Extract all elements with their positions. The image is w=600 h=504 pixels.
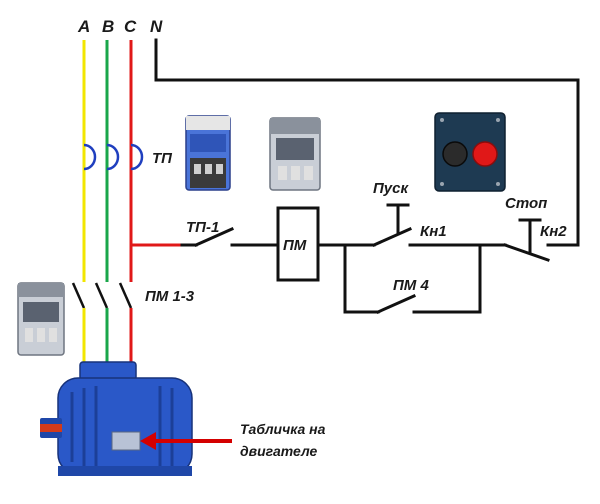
nameplate-pointer-arrow <box>140 432 232 450</box>
nameplate-caption-line1: Табличка на <box>240 421 326 437</box>
hold-branch-right <box>412 243 482 314</box>
phase-wires-upper <box>82 40 133 272</box>
heater-b <box>106 143 120 171</box>
hold-contact-label: ПМ 4 <box>393 277 429 294</box>
nameplate-caption-line2: двигателе <box>240 443 317 459</box>
thermal-contact-label: ТП-1 <box>186 219 219 236</box>
start-button-label: Пуск <box>373 180 409 197</box>
hold-contact-switch <box>376 294 416 314</box>
contactor-device-icon <box>269 117 321 191</box>
thermal-relay-heaters <box>83 143 144 171</box>
stop-button-label: Стоп <box>505 195 547 212</box>
motor-nameplate <box>111 431 141 451</box>
neutral-label: N <box>150 17 163 36</box>
starter-small-device-icon <box>17 282 65 356</box>
thermal-contact-switch <box>194 227 234 247</box>
main-contacts-label: ПМ 1-3 <box>145 288 195 305</box>
control-circuit <box>131 203 550 314</box>
main-contacts <box>71 272 133 372</box>
heater-a <box>83 143 97 171</box>
start-button-switch <box>372 227 412 247</box>
stop-button-switch <box>503 243 550 262</box>
heater-c <box>130 143 144 171</box>
stop-button-contact-label: Кн2 <box>540 223 567 240</box>
phase-c-label: C <box>124 17 137 36</box>
pushbutton-station-icon <box>434 112 506 192</box>
electric-motor-icon <box>40 361 193 476</box>
hold-branch-left <box>343 243 380 314</box>
phase-a-label: A <box>77 17 90 36</box>
phase-b-label: B <box>102 17 114 36</box>
starter-coil-label: ПМ <box>283 237 307 254</box>
neutral-wire <box>154 38 580 247</box>
thermal-relay-device-icon <box>185 115 231 191</box>
start-button-contact-label: Кн1 <box>420 223 447 240</box>
thermal-relay-label: ТП <box>152 150 173 167</box>
